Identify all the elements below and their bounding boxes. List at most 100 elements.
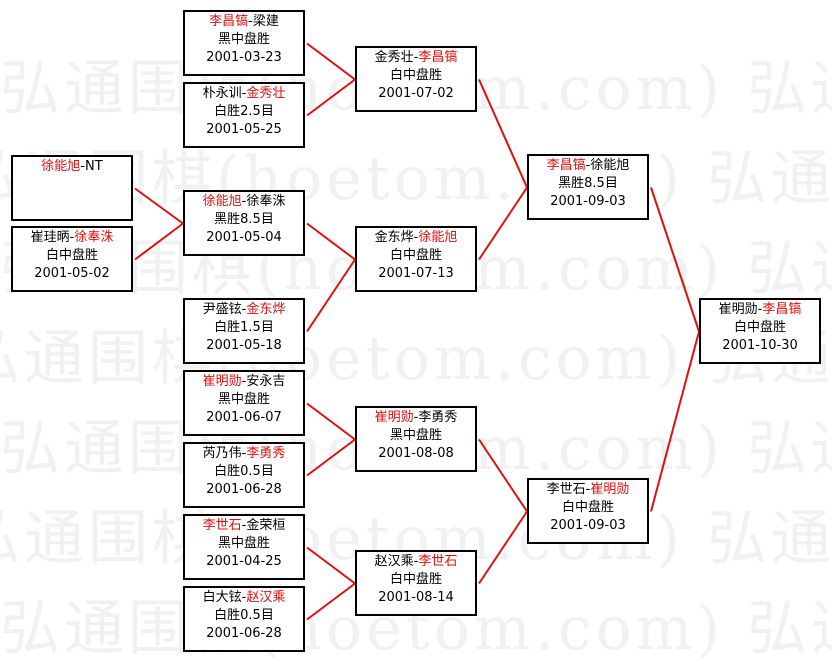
watermark-text: 弘通围棋(hoetom.com) 弘通围棋(hoetom.com) <box>0 144 832 214</box>
match-date: 2001-07-02 <box>378 86 454 101</box>
bracket-connector <box>306 402 356 441</box>
separator: - <box>241 302 247 317</box>
player-white: 金东烨 <box>246 302 286 317</box>
player-black: 赵汉乘 <box>374 554 414 569</box>
match-result: 黑中盘胜 <box>389 428 442 443</box>
match-box: 李昌镐-梁建黑中盘胜 2001-03-23 <box>183 10 305 76</box>
match-date <box>13 194 131 212</box>
player-white: 安永吉 <box>246 374 286 389</box>
player-white: 徐奉洙 <box>74 230 114 245</box>
separator: - <box>69 230 75 245</box>
match-players: 芮乃伟-李勇秀 <box>185 445 303 463</box>
match-players: 崔珪昞-徐奉洙 <box>13 229 131 247</box>
bracket-connector <box>306 582 356 621</box>
match-date: 2001-09-03 <box>550 194 626 209</box>
player-white: 徐奉洙 <box>246 194 286 209</box>
match-players: 李世石-崔明勋 <box>529 481 647 499</box>
match-result: 白中盘胜 <box>45 248 98 263</box>
player-white: 李勇秀 <box>418 410 458 425</box>
match-result: 白中盘胜 <box>389 248 442 263</box>
player-black: 徐能旭 <box>202 194 242 209</box>
bracket-connector <box>306 438 356 477</box>
match-date: 2001-07-13 <box>378 266 454 281</box>
player-white: 徐能旭 <box>590 158 630 173</box>
match-players: 李昌镐-梁建 <box>185 13 303 31</box>
match-result <box>13 176 131 194</box>
match-result: 白胜2.5目 <box>214 104 274 119</box>
match-players: 徐能旭-徐奉洙 <box>185 193 303 211</box>
match-result: 白中盘胜 <box>389 68 442 83</box>
player-black: 李昌镐 <box>546 158 586 173</box>
match-result: 白胜0.5目 <box>214 464 274 479</box>
watermark-text: 弘通围棋(hoetom.com) 弘通围棋(hoetom.com) <box>0 324 832 394</box>
player-black: 李世石 <box>202 518 242 533</box>
player-black: 崔明勋 <box>374 410 414 425</box>
match-date: 2001-03-23 <box>206 50 282 65</box>
separator: - <box>585 482 591 497</box>
player-black: 朴永训 <box>202 86 242 101</box>
bracket-connector <box>306 546 356 585</box>
separator: - <box>413 230 419 245</box>
match-result: 白胜0.5目 <box>214 608 274 623</box>
player-white: 李勇秀 <box>246 446 286 461</box>
bracket-connector <box>134 187 184 225</box>
match-players: 徐能旭-NT <box>13 158 131 176</box>
bracket-connector <box>306 42 356 81</box>
separator: - <box>241 590 247 605</box>
match-result: 白胜1.5目 <box>214 320 274 335</box>
bracket-connector <box>478 79 528 188</box>
match-players: 金东烨-徐能旭 <box>357 229 475 247</box>
player-white: 李昌镐 <box>762 302 802 317</box>
match-box: 李昌镐-徐能旭黑胜8.5目 2001-09-03 <box>527 154 649 220</box>
player-black: 金东烨 <box>374 230 414 245</box>
match-date: 2001-10-30 <box>722 338 798 353</box>
separator: - <box>413 410 419 425</box>
match-players: 李世石-金荣桓 <box>185 517 303 535</box>
match-players: 尹盛铉-金东烨 <box>185 301 303 319</box>
match-date: 2001-05-02 <box>34 266 110 281</box>
match-date: 2001-06-07 <box>206 410 282 425</box>
player-white: 徐能旭 <box>418 230 458 245</box>
player-black: 李昌镐 <box>209 14 249 29</box>
player-white: 李世石 <box>418 554 458 569</box>
match-date: 2001-05-04 <box>206 230 282 245</box>
player-black: 徐能旭 <box>41 159 81 174</box>
bracket-connector <box>478 510 528 585</box>
player-white: 崔明勋 <box>590 482 630 497</box>
match-result: 黑中盘胜 <box>217 32 270 47</box>
player-black: 崔珪昞 <box>30 230 70 245</box>
match-players: 崔明勋-李昌镐 <box>701 301 819 319</box>
match-result: 黑胜8.5目 <box>558 176 618 191</box>
player-white: 金秀壮 <box>246 86 286 101</box>
player-white: NT <box>85 159 103 174</box>
separator: - <box>241 446 247 461</box>
match-date: 2001-08-08 <box>378 446 454 461</box>
match-result: 黑胜8.5目 <box>214 212 274 227</box>
bracket-connector <box>478 438 528 513</box>
bracket-connector <box>306 78 356 117</box>
match-date: 2001-08-14 <box>378 590 454 605</box>
match-date: 2001-09-03 <box>550 518 626 533</box>
bracket-connector <box>306 222 356 261</box>
match-result: 白中盘胜 <box>561 500 614 515</box>
bracket-connector <box>134 222 184 261</box>
separator: - <box>80 159 86 174</box>
separator: - <box>241 86 247 101</box>
match-players: 崔明勋-安永吉 <box>185 373 303 391</box>
match-result: 白中盘胜 <box>389 572 442 587</box>
separator: - <box>585 158 591 173</box>
player-black: 李世石 <box>546 482 586 497</box>
bracket-connector <box>650 187 700 332</box>
player-black: 尹盛铉 <box>202 302 242 317</box>
